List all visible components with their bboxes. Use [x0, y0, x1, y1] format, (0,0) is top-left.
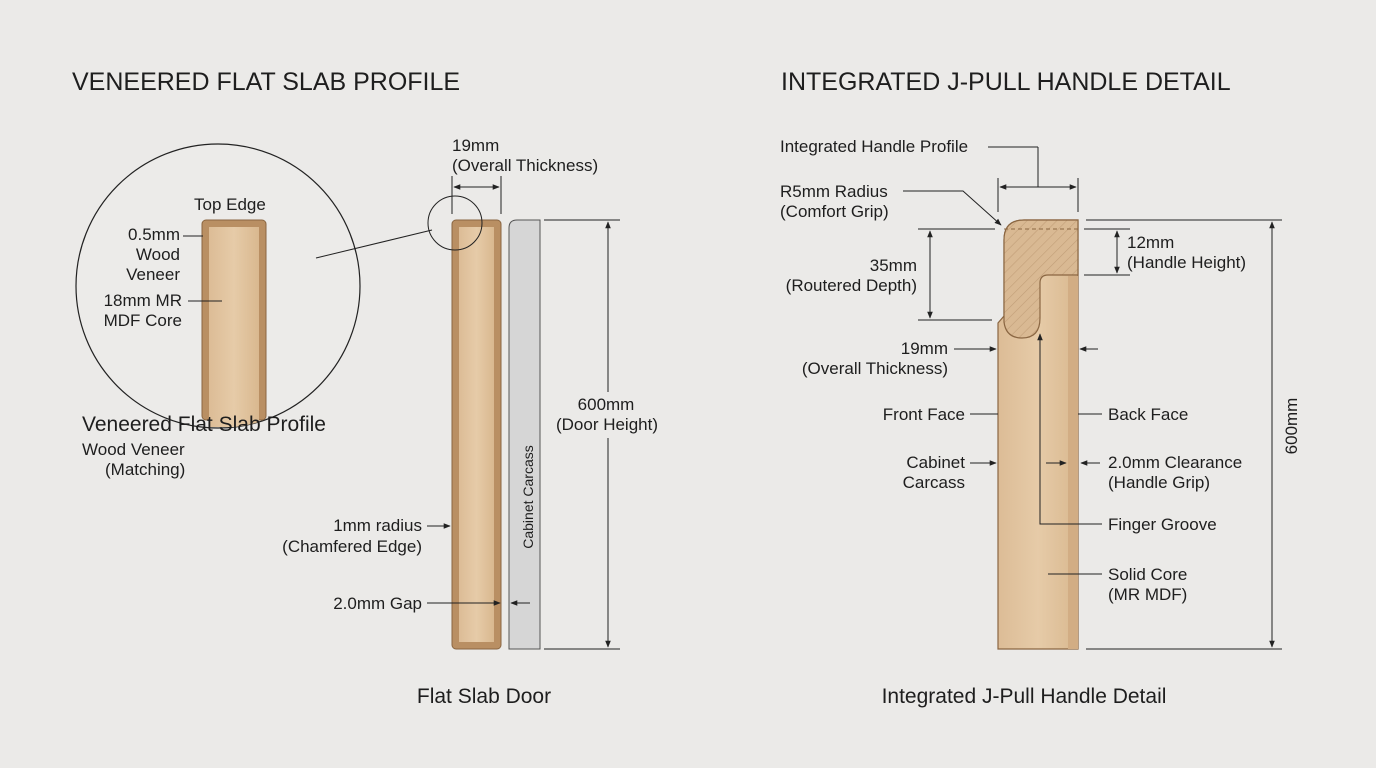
carcass-label: Cabinet Carcass	[520, 445, 536, 549]
overall-thickness-dimension: 19mm (Overall Thickness)	[802, 339, 1098, 378]
height-dimension: 600mm (Door Height)	[544, 219, 658, 650]
radius-desc-label: (Comfort Grip)	[780, 202, 889, 221]
finger-groove-leader	[1037, 333, 1102, 525]
veneer-label: Veneer	[126, 265, 180, 284]
core-material-label: MDF Core	[104, 311, 182, 330]
cabinet-carcass: Cabinet Carcass	[508, 219, 541, 650]
chamfer-label: (Chamfered Edge)	[282, 537, 422, 556]
core-thickness-label: 18mm MR	[104, 291, 182, 310]
j-pull-door	[997, 219, 1079, 650]
thickness-value: 19mm	[452, 136, 499, 155]
right-height-dimension: 600mm	[1086, 219, 1302, 650]
clearance-value-label: 2.0mm Clearance	[1108, 453, 1242, 472]
height-desc: (Door Height)	[556, 415, 658, 434]
wood-veneer-matching-label: (Matching)	[105, 460, 185, 479]
veneer-label-wood: Wood	[136, 245, 180, 264]
right-height-value: 600mm	[1282, 398, 1301, 455]
top-edge-label: Top Edge	[194, 195, 266, 214]
radius-label: 1mm radius	[333, 516, 422, 535]
veneer-detail-callout: Top Edge 0.5mm Wood Veneer 18mm MR MDF C…	[75, 143, 433, 429]
handle-height-value: 12mm	[1127, 233, 1174, 252]
finger-groove-label: Finger Groove	[1108, 515, 1217, 534]
gap-label: 2.0mm Gap	[333, 594, 422, 613]
solid-core-material-label: (MR MDF)	[1108, 585, 1187, 604]
handle-height-desc: (Handle Height)	[1127, 253, 1246, 272]
solid-core-label: Solid Core	[1108, 565, 1187, 584]
height-value: 600mm	[578, 395, 635, 414]
routered-depth-desc: (Routered Depth)	[786, 276, 917, 295]
routered-depth-dimension: 35mm (Routered Depth)	[786, 228, 995, 321]
clearance-desc-label: (Handle Grip)	[1108, 473, 1210, 492]
handle-profile-label: Integrated Handle Profile	[780, 137, 968, 156]
thickness-desc: (Overall Thickness)	[452, 156, 598, 175]
handle-height-dimension: 12mm (Handle Height)	[1084, 228, 1246, 276]
callout-leader	[315, 229, 433, 259]
flat-slab-door	[427, 195, 502, 650]
radius-leader	[903, 190, 1002, 226]
carcass-label-line1: Cabinet	[906, 453, 965, 472]
right-caption: Integrated J-Pull Handle Detail	[882, 685, 1167, 708]
back-face-label: Back Face	[1108, 405, 1188, 424]
right-title: INTEGRATED J-PULL HANDLE DETAIL	[781, 68, 1231, 96]
radius-value-label: R5mm Radius	[780, 182, 888, 201]
left-caption: Flat Slab Door	[417, 685, 551, 708]
front-face-label: Front Face	[883, 405, 965, 424]
veneer-thickness-label: 0.5mm	[128, 225, 180, 244]
left-title: VENEERED FLAT SLAB PROFILE	[72, 68, 460, 96]
carcass-label-line2: Carcass	[903, 473, 965, 492]
wood-veneer-label: Wood Veneer	[82, 440, 185, 459]
thickness-dimension: 19mm (Overall Thickness)	[451, 136, 598, 214]
right-thickness-value: 19mm	[901, 339, 948, 358]
routered-depth-value: 35mm	[870, 256, 917, 275]
detail-circle-marker	[427, 195, 483, 251]
handle-profile-section	[1003, 219, 1079, 339]
right-thickness-desc: (Overall Thickness)	[802, 359, 948, 378]
profile-caption: Veneered Flat Slab Profile	[82, 413, 326, 436]
